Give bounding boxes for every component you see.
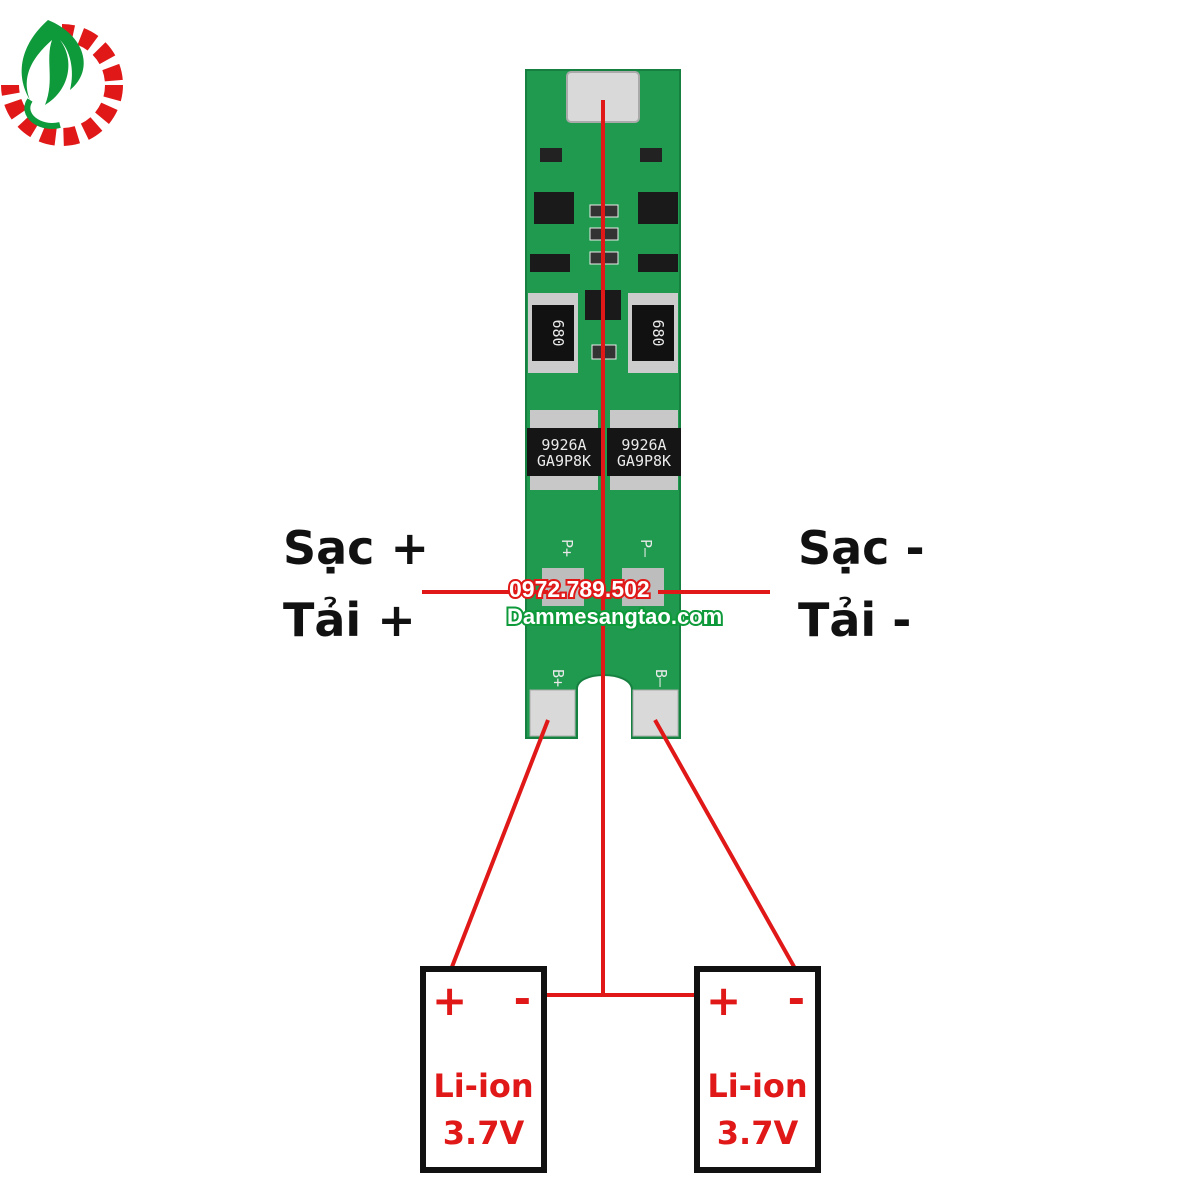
label-charge-minus: Sạc -	[798, 521, 925, 575]
chip-marking-right-1: 9926A	[621, 436, 666, 454]
battery-left-minus: -	[513, 974, 531, 1023]
chip-marking-right-2: GA9P8K	[617, 452, 671, 470]
watermark-site: Dammesangtao.com	[505, 602, 724, 631]
battery-right: + - Li-ion 3.7V	[694, 966, 821, 1173]
pad-label-b-minus: B–	[652, 669, 670, 688]
shunt-resistor-left: 680	[528, 293, 578, 373]
battery-right-voltage: 3.7V	[716, 1114, 799, 1152]
wire-b-plus	[448, 719, 550, 973]
label-load-plus: Tải +	[283, 593, 416, 647]
watermark-phone: 0972.789.502	[507, 574, 652, 604]
label-charge-plus: Sạc +	[283, 521, 429, 575]
resistor-code-right: 680	[649, 319, 667, 346]
wiring	[422, 100, 799, 997]
resistor-code-left: 680	[549, 319, 567, 346]
battery-left-plus: +	[432, 976, 468, 1025]
battery-left: + - Li-ion 3.7V	[420, 966, 547, 1173]
pad-b-plus	[529, 689, 576, 737]
pad-label-p-plus: P+	[558, 539, 576, 557]
pad-label-b-plus: B+	[549, 669, 567, 687]
pad-p-minus	[622, 568, 664, 606]
pad-p-plus	[542, 568, 584, 606]
pad-label-p-minus: P–	[637, 539, 655, 558]
wire-b-minus	[653, 719, 799, 973]
battery-right-type: Li-ion	[707, 1067, 808, 1105]
pad-b-minus	[632, 689, 679, 737]
battery-right-plus: +	[706, 976, 742, 1025]
chip-marking-left-1: 9926A	[541, 436, 586, 454]
mosfet-chip-right: 9926A GA9P8K	[607, 410, 681, 490]
battery-left-type: Li-ion	[433, 1067, 534, 1105]
chip-marking-left-2: GA9P8K	[537, 452, 591, 470]
company-logo	[0, 0, 123, 146]
mosfet-chip-left: 9926A GA9P8K	[527, 410, 601, 490]
battery-right-minus: -	[787, 974, 805, 1023]
battery-left-voltage: 3.7V	[442, 1114, 525, 1152]
shunt-resistor-right: 680	[628, 293, 678, 373]
label-load-minus: Tải -	[798, 593, 912, 647]
